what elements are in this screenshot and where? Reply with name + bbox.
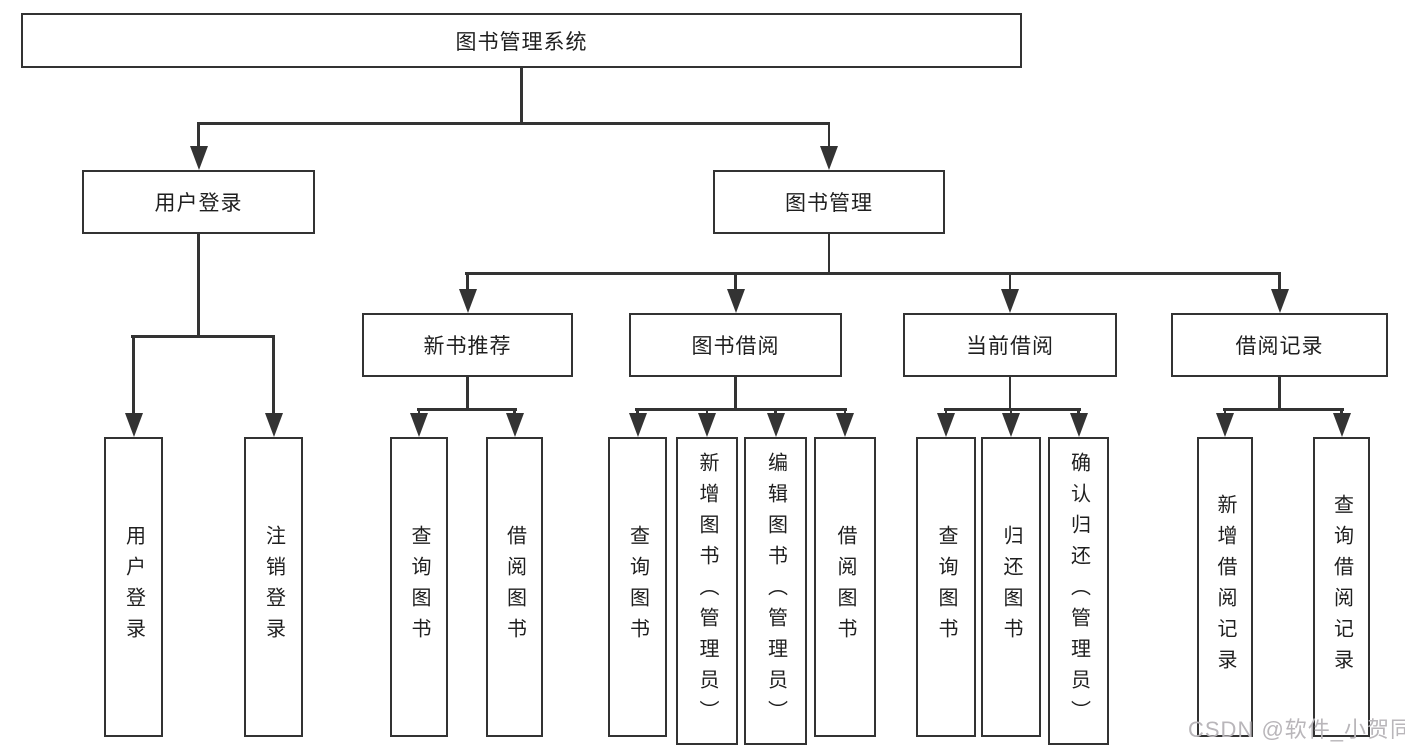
- connector-line: [636, 408, 639, 417]
- arrow-down-icon: [1332, 413, 1351, 437]
- node-book-borrow: 图书借阅: [629, 313, 842, 377]
- connector-line: [774, 408, 777, 417]
- connector-line: [197, 122, 200, 152]
- leaf-search-books-borrow: 查询图书: [608, 437, 667, 737]
- connector-line: [1340, 408, 1343, 417]
- connector-line: [1223, 408, 1227, 417]
- arrow-down-icon: [458, 289, 477, 313]
- arrow-down-icon: [766, 413, 785, 437]
- arrow-down-icon: [505, 413, 524, 437]
- node-label: 新增借阅记录: [1214, 494, 1236, 680]
- node-label: 新增图书（管理员）: [696, 451, 718, 731]
- connector-line: [465, 272, 1282, 275]
- connector-line: [1008, 272, 1012, 295]
- leaf-borrow-books-new: 借阅图书: [486, 437, 543, 737]
- node-user-login: 用户登录: [82, 170, 315, 234]
- connector-line: [1278, 272, 1281, 295]
- connector-line: [1222, 408, 1344, 411]
- arrow-down-icon: [820, 146, 838, 170]
- node-label: 注销登录: [262, 525, 285, 649]
- connector-line: [197, 122, 831, 125]
- node-label: 确认归还（管理员）: [1067, 451, 1090, 731]
- leaf-search-books-new: 查询图书: [390, 437, 448, 737]
- connector-line: [513, 408, 516, 417]
- node-new-book-recommend: 新书推荐: [362, 313, 573, 377]
- watermark: CSDN @软件_小贺同学: [1188, 717, 1405, 742]
- arrow-down-icon: [1270, 289, 1289, 313]
- leaf-edit-books-admin: 编辑图书（管理员）: [744, 437, 807, 745]
- connector-line: [1077, 408, 1080, 417]
- arrow-down-icon: [698, 413, 716, 437]
- connector-line: [705, 408, 709, 417]
- arrow-down-icon: [410, 413, 428, 437]
- leaf-user-login: 用户登录: [104, 437, 163, 737]
- connector-line: [734, 377, 737, 408]
- node-borrow-records: 借阅记录: [1171, 313, 1388, 377]
- connector-line: [272, 335, 275, 417]
- connector-line: [734, 272, 737, 295]
- connector-line: [943, 408, 1081, 411]
- connector-line: [827, 122, 831, 152]
- connector-line: [416, 408, 517, 411]
- node-current-borrow: 当前借阅: [903, 313, 1117, 377]
- connector-line: [132, 335, 135, 417]
- connector-line: [1009, 408, 1013, 417]
- arrow-down-icon: [1002, 413, 1020, 437]
- node-label: 借阅记录: [1235, 335, 1324, 358]
- node-label: 借阅图书: [503, 525, 526, 649]
- arrow-down-icon: [1001, 289, 1019, 313]
- node-library-management-system: 图书管理系统: [21, 13, 1022, 68]
- connector-line: [1008, 377, 1012, 408]
- leaf-return-books: 归还图书: [981, 437, 1041, 737]
- arrow-down-icon: [628, 413, 647, 437]
- connector-line: [520, 68, 523, 122]
- arrow-down-icon: [1216, 413, 1234, 437]
- leaf-add-books-admin: 新增图书（管理员）: [676, 437, 738, 745]
- node-book-management: 图书管理: [713, 170, 945, 234]
- node-label: 归还图书: [1000, 525, 1022, 649]
- connector-line: [944, 408, 948, 417]
- connector-line: [843, 408, 847, 417]
- leaf-borrow-books: 借阅图书: [814, 437, 876, 737]
- leaf-add-borrow-record: 新增借阅记录: [1197, 437, 1253, 737]
- node-label: 图书借阅: [691, 335, 780, 358]
- connector-line: [827, 234, 831, 272]
- connector-line: [1278, 377, 1281, 408]
- connector-line: [131, 335, 276, 338]
- node-label: 用户登录: [154, 192, 243, 215]
- node-label: 查询图书: [408, 525, 430, 649]
- connector-line: [417, 408, 421, 417]
- arrow-down-icon: [264, 413, 283, 437]
- node-label: 图书管理: [785, 192, 873, 215]
- arrow-down-icon: [937, 413, 955, 437]
- node-label: 查询图书: [935, 525, 957, 649]
- arrow-down-icon: [189, 146, 208, 170]
- node-label: 编辑图书（管理员）: [764, 451, 787, 731]
- arrow-down-icon: [1069, 413, 1088, 437]
- node-label: 用户登录: [122, 525, 145, 649]
- leaf-search-borrow-record: 查询借阅记录: [1313, 437, 1370, 737]
- arrow-down-icon: [836, 413, 854, 437]
- arrow-down-icon: [124, 413, 143, 437]
- leaf-logout: 注销登录: [244, 437, 303, 737]
- node-label: 借阅图书: [834, 525, 856, 649]
- node-label: 查询图书: [626, 525, 649, 649]
- leaf-search-books-current: 查询图书: [916, 437, 976, 737]
- connector-line: [466, 272, 469, 295]
- connector-line: [635, 408, 848, 411]
- leaf-confirm-return-admin: 确认归还（管理员）: [1048, 437, 1109, 745]
- node-label: 查询借阅记录: [1330, 494, 1353, 680]
- node-label: 图书管理系统: [455, 30, 588, 54]
- arrow-down-icon: [726, 289, 745, 313]
- node-label: 新书推荐: [423, 335, 512, 358]
- connector-line: [197, 234, 200, 335]
- connector-line: [466, 377, 469, 408]
- node-label: 当前借阅: [966, 335, 1054, 358]
